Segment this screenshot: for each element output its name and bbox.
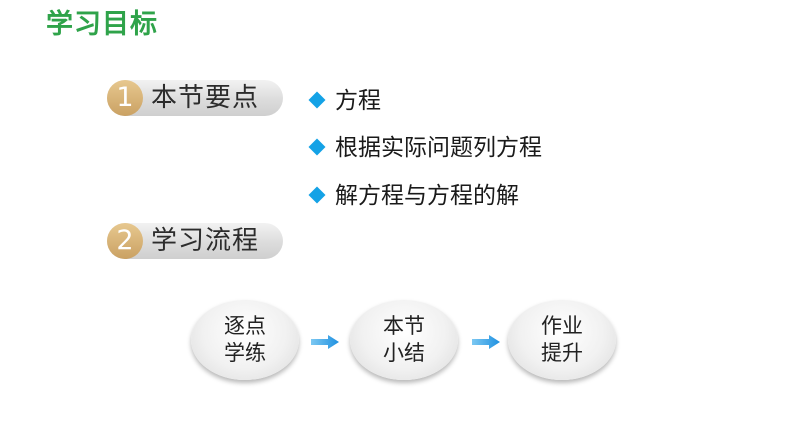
section-learning-flow: 2 学习流程 [107,223,283,259]
flow-step-label: 逐点学练 [224,314,266,365]
key-point-text: 方程 [335,88,381,114]
flow-step-label: 本节小结 [383,314,425,365]
flow-step-summary[interactable]: 本节小结 [350,300,458,380]
section-key-points: 1 本节要点 [107,80,283,116]
key-point-text: 解方程与方程的解 [335,183,519,209]
diamond-bullet-icon [308,91,326,109]
flow-step-practice[interactable]: 逐点学练 [191,300,299,380]
flow-step-label: 作业提升 [541,314,583,365]
section-number-badge: 1 [107,80,143,116]
diamond-bullet-icon [308,138,326,156]
section-label: 本节要点 [151,83,260,113]
arrow-right-icon [472,335,500,349]
key-point-item: 方程 [307,86,381,116]
section-number-badge: 2 [107,223,143,259]
diamond-bullet-icon [308,186,326,204]
key-point-text: 根据实际问题列方程 [335,135,542,161]
page-title: 学习目标 [46,9,158,40]
section-label: 学习流程 [151,226,260,256]
arrow-right-icon [311,335,339,349]
flow-step-homework[interactable]: 作业提升 [508,300,616,380]
key-point-item: 根据实际问题列方程 [307,133,542,163]
key-point-item: 解方程与方程的解 [307,181,519,211]
